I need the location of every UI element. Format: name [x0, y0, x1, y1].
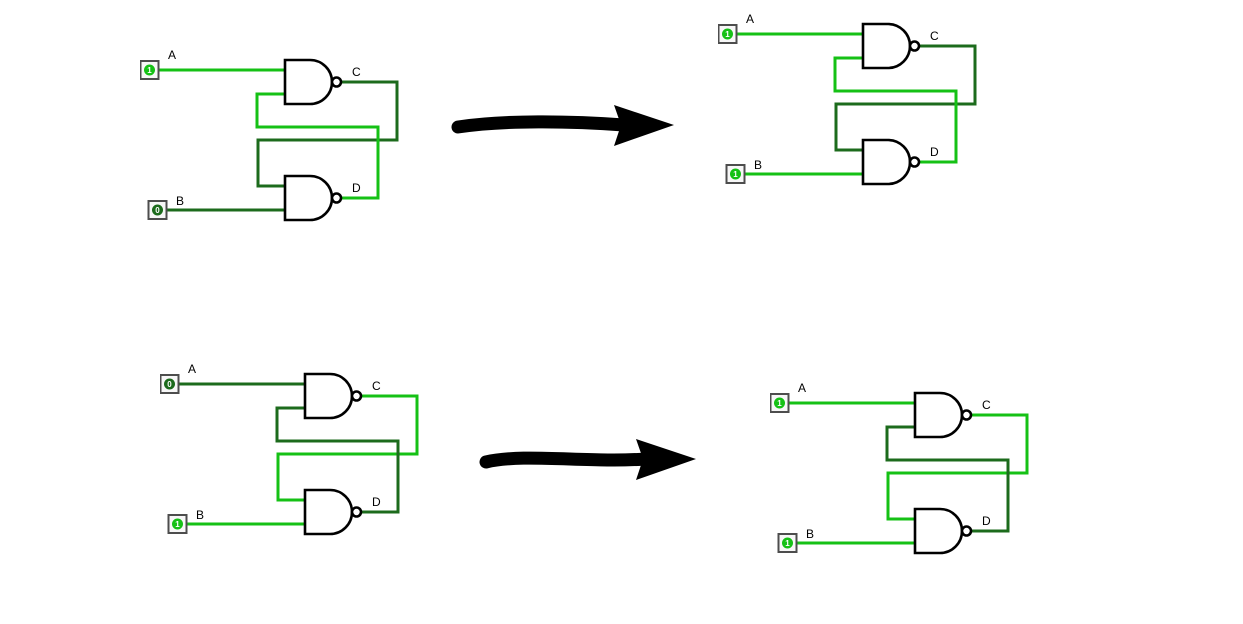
nand-bubble-top: [908, 40, 921, 52]
wire-feedback-d-to-c: [275, 406, 400, 514]
pin-a-label: A: [168, 48, 176, 62]
output-c-label: C: [930, 29, 939, 43]
pin-a-value-dot: [774, 397, 785, 409]
nand-gate-bottom: [861, 138, 912, 186]
nand-bubble-bottom: [350, 506, 363, 518]
wire-feedback-c-to-d: [834, 44, 977, 152]
pin-b-value: 0: [155, 206, 160, 215]
nand-bubble-bottom: [908, 156, 921, 168]
nand-bubble-top: [330, 76, 343, 88]
output-c-label: C: [372, 379, 381, 393]
output-d-label: D: [352, 181, 361, 195]
pin-a-value: 0: [167, 380, 172, 389]
nand-bubble-top: [350, 390, 363, 402]
nand-gate-top: [913, 391, 964, 439]
nand-gate-top: [861, 22, 912, 70]
arrow-shaft: [451, 115, 631, 134]
wire-feedback-c-to-d: [256, 80, 399, 188]
pin-b-value: 1: [175, 520, 180, 529]
pin-b-value-dot: [152, 204, 163, 216]
pin-b-label: B: [196, 508, 204, 522]
nand-gate-bottom: [283, 174, 334, 222]
output-d-label: D: [930, 145, 939, 159]
wire-feedback-c-to-d: [886, 413, 1029, 521]
pin-a-value-dot: [722, 28, 733, 40]
circuit-top-right: 1 A 1 B C D: [718, 12, 977, 186]
nand-gate-top: [283, 58, 334, 106]
arrow-head: [636, 439, 696, 480]
transition-arrow-bottom: [479, 439, 696, 480]
pin-b-label: B: [754, 158, 762, 172]
output-c-label: C: [352, 65, 361, 79]
pin-b-value: 1: [733, 170, 738, 179]
pin-b-value-dot: [730, 168, 741, 180]
circuit-bottom-right: 1 A 1 B C D: [770, 381, 1029, 555]
pin-a-value-dot: [164, 378, 175, 390]
pin-b-label: B: [806, 527, 814, 541]
nand-bubble-bottom: [330, 192, 343, 204]
output-d-label: D: [372, 495, 381, 509]
pin-a-value-dot: [144, 64, 155, 76]
pin-b-value-dot: [782, 537, 793, 549]
pin-b-label: B: [176, 194, 184, 208]
transition-arrow-top: [451, 105, 674, 146]
nand-gate-bottom: [303, 488, 354, 536]
circuit-bottom-left: 0 A 1 B C D: [160, 362, 419, 536]
wire-feedback-d-to-c: [885, 425, 1010, 533]
pin-a-label: A: [798, 381, 806, 395]
arrow-shaft: [479, 451, 653, 469]
pin-a-value: 1: [777, 399, 782, 408]
wire-feedback-d-to-c: [833, 56, 958, 164]
arrow-head: [614, 105, 674, 146]
wire-feedback-d-to-c: [255, 92, 380, 200]
nand-gate-bottom: [913, 507, 964, 555]
pin-b-value: 1: [785, 539, 790, 548]
wire-feedback-c-to-d: [276, 394, 419, 502]
nand-bubble-bottom: [960, 525, 973, 537]
nand-gate-top: [303, 372, 354, 420]
output-c-label: C: [982, 398, 991, 412]
pin-a-label: A: [188, 362, 196, 376]
output-d-label: D: [982, 514, 991, 528]
nand-bubble-top: [960, 409, 973, 421]
pin-a-value: 1: [147, 66, 152, 75]
pin-a-label: A: [746, 12, 754, 26]
pin-a-value: 1: [725, 30, 730, 39]
circuit-top-left: 1 A 0 B C D: [140, 48, 399, 222]
pin-b-value-dot: [172, 518, 183, 530]
